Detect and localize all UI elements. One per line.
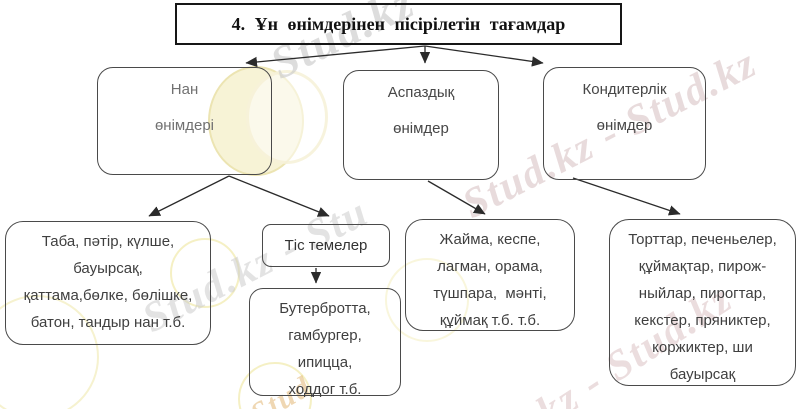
node-text-line: кекстер, пряниктер,: [634, 312, 771, 329]
node-text-line: гамбургер,: [288, 327, 362, 344]
node-text-line: бауырсақ: [669, 366, 736, 383]
node-text-line: Торттар, печеньелер,: [628, 231, 777, 248]
node-snacks: Тіс темелер: [262, 224, 390, 267]
node-text-line: ныйлар, пирогтар,: [638, 285, 767, 302]
node-text-line: құймақтар, пирож-: [638, 258, 767, 275]
node-text-line: батон, тандыр нан т.б.: [30, 314, 186, 331]
arrow-culinary-to-items: [427, 180, 486, 215]
node-text-line: құймақ т.б. т.б.: [439, 312, 541, 329]
node-text-line: Жайма, кеспе,: [439, 231, 541, 248]
arrow-bread-to-items: [148, 175, 230, 217]
node-culinary-items: Жайма, кеспе, лагман, орама, түшпара, мә…: [405, 219, 575, 331]
node-text-line: Нан: [170, 81, 199, 98]
logo-highlight-circle: [246, 70, 328, 164]
node-text-line: қаттама,бөлке, бөлішке,: [23, 287, 193, 304]
arrow-title-to-confection: [424, 45, 544, 67]
logo-ring-watermark: [0, 295, 99, 409]
node-text-line: коржиктер, ши: [652, 339, 753, 356]
node-text-line: ходдог т.б.: [288, 381, 362, 398]
node-confectionery-items: Торттар, печеньелер, құймақтар, пирож- н…: [609, 219, 796, 386]
node-text-line: түшпара, мәнті,: [433, 285, 547, 302]
arrow-title-to-bread: [245, 45, 426, 68]
logo-ring-watermark: [170, 238, 240, 308]
diagram-title-text: 4. Ұн өнімдерінен пісірілетін тағамдар: [231, 13, 566, 34]
node-text-line: Кондитерлік: [582, 81, 667, 98]
node-text-line: бауырсақ,: [73, 260, 143, 277]
diagram-title: 4. Ұн өнімдерінен пісірілетін тағамдар: [175, 3, 622, 45]
node-confectionery-products: Кондитерлік өнімдер: [543, 67, 706, 180]
node-text-line: Бутербротта,: [279, 300, 371, 317]
node-text-line: Тіс темелер: [284, 237, 368, 254]
arrow-confection-to-items: [572, 177, 681, 216]
node-text-line: Аспаздық: [387, 84, 455, 101]
node-text-line: ипицца,: [297, 354, 353, 371]
logo-ring-watermark: [385, 258, 469, 342]
node-text-line: лагман, орама,: [437, 258, 543, 275]
node-bread-items: Таба, пәтір, күлше, бауырсақ, қаттама,бө…: [5, 221, 211, 345]
node-text-line: өнімдер: [596, 117, 653, 134]
arrow-bread-to-snacks: [228, 175, 330, 217]
node-culinary-products: Аспаздық өнімдер: [343, 70, 499, 180]
node-text-line: өнімдер: [393, 120, 449, 137]
node-bread-products: Нан өнімдері: [97, 67, 272, 175]
node-text-line: өнімдері: [154, 117, 215, 134]
node-snacks-items: Бутербротта, гамбургер, ипицца, ходдог т…: [249, 288, 401, 398]
node-text-line: Таба, пәтір, күлше,: [41, 233, 175, 250]
